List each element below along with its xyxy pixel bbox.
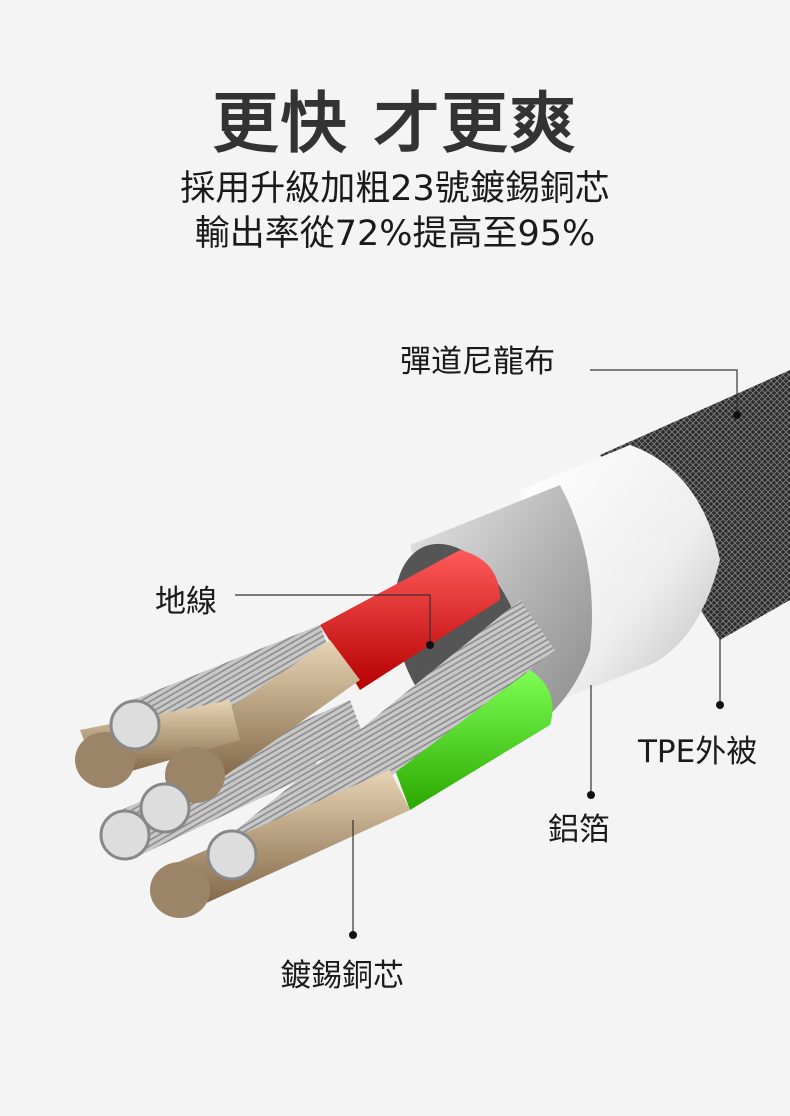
green-wire	[395, 670, 553, 810]
leader-dot	[716, 701, 724, 709]
red-wire	[320, 550, 500, 690]
leader-dot	[426, 641, 434, 649]
label-nylon-braid: 彈道尼龍布	[400, 344, 555, 380]
headline: 更快 才更爽	[212, 85, 578, 162]
label-tpe-jacket: TPE外被	[638, 734, 758, 770]
leader-dot	[733, 411, 741, 419]
leader-dot	[349, 931, 357, 939]
subtitle-line-1: 採用升級加粗23號鍍錫銅芯	[180, 169, 610, 209]
label-ground-wire: 地線	[155, 584, 217, 620]
label-aluminium-foil: 鋁箔	[548, 812, 610, 848]
leader-dot	[587, 791, 595, 799]
label-tinned-copper-core: 鍍錫銅芯	[280, 958, 404, 994]
subtitle-line-2: 輸出率從72%提高至95%	[194, 214, 596, 254]
